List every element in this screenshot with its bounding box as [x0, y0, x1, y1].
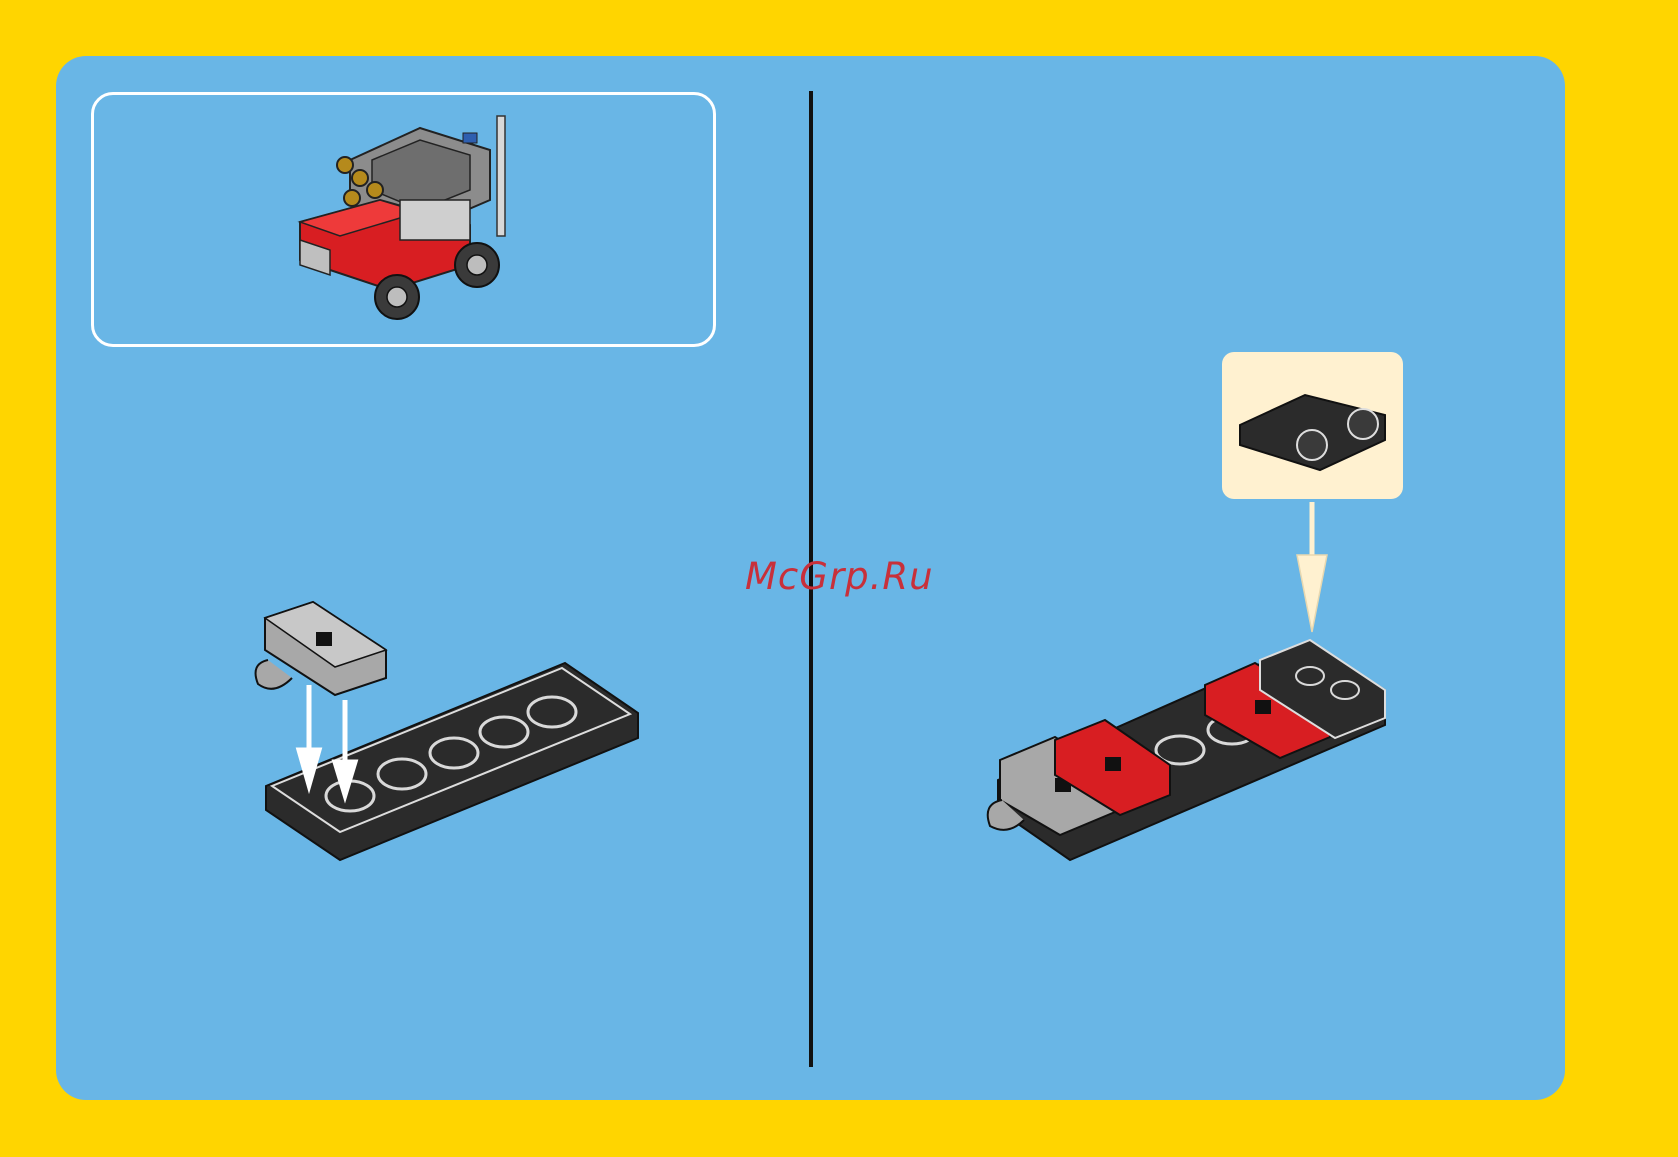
watermark-text: McGrp.Ru — [745, 555, 934, 598]
bracket-part-icon — [1240, 395, 1385, 470]
